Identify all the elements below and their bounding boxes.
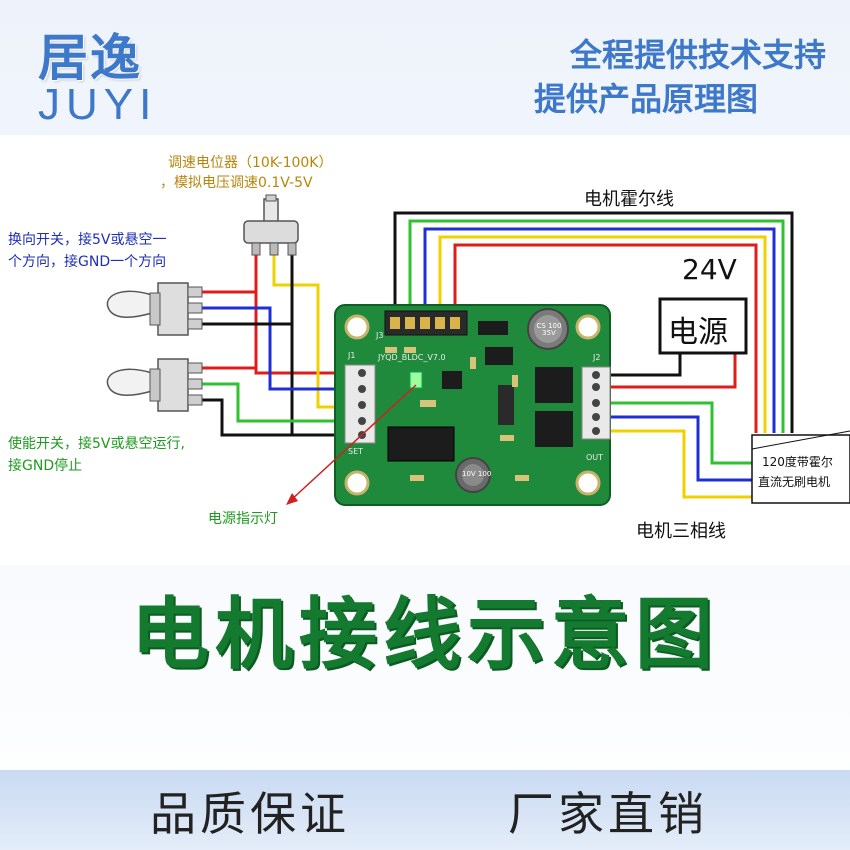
en-wire-green (202, 382, 355, 423)
board-j3-silk: J3 (376, 331, 384, 340)
label-direction-switch-line1: 换向开关，接5V或悬空一 (8, 232, 167, 248)
control-wires (202, 245, 355, 437)
phase-wire-green (598, 401, 755, 465)
pot-wire-red (254, 245, 355, 375)
dir-wire-blue (202, 306, 355, 391)
enable-switch (106, 358, 203, 412)
label-potentiometer-line1: 调速电位器（10K-100K） (168, 155, 333, 171)
brand-name-cn: 居逸 (38, 29, 142, 87)
label-motor-line2: 直流无刷电机 (758, 475, 831, 489)
direction-switch (106, 282, 203, 336)
board-j1-silk: J1 (348, 351, 356, 360)
board-cap-small-silk: 10V 100 (462, 470, 492, 478)
label-phase-wire: 电机三相线 (636, 521, 726, 542)
wiring-diagram-svg (106, 194, 850, 506)
pot-wire-yellow (272, 245, 355, 409)
slogan-quality: 品质保证 (150, 787, 350, 841)
power-wires (598, 353, 737, 389)
board-model-silk: JYQD_BLDC_V7.0 (378, 353, 446, 362)
led-pointer-line (289, 384, 417, 502)
wiring-diagram: 调速电位器（10K-100K） ，模拟电压调速0.1V-5V 换向开关，接5V或… (0, 135, 850, 565)
label-enable-switch-line1: 使能开关，接5V或悬空运行, (8, 436, 185, 452)
hall-wire-yellow (438, 235, 767, 433)
board-cap-large-silk: CS 100 35V (536, 322, 562, 337)
led-pointer-arrow (286, 493, 298, 505)
power-wire-black (598, 353, 682, 377)
label-potentiometer-line2: ，模拟电压调速0.1V-5V (160, 175, 313, 191)
motor-box (751, 430, 850, 504)
label-hall-wire: 电机霍尔线 (584, 189, 674, 210)
hall-wire-green (408, 219, 785, 433)
label-enable-switch-line2: 接GND停止 (8, 458, 83, 474)
power-supply-box (658, 297, 748, 355)
hall-wires (393, 211, 794, 433)
phase-wires (598, 401, 755, 499)
power-wire-red (598, 353, 737, 389)
page-title: 电机接线示意图 (130, 590, 719, 680)
tagline-tech-support: 全程提供技术支持 (569, 36, 826, 74)
phase-wire-blue (598, 415, 755, 482)
label-voltage: 24V (682, 253, 737, 286)
en-wire-black (202, 398, 292, 437)
board-set-silk: SET (348, 447, 364, 456)
label-power-led: 电源指示灯 (208, 511, 278, 527)
label-direction-switch-line2: 个方向，接GND一个方向 (8, 254, 167, 270)
label-power-supply: 电源 (668, 315, 728, 350)
footer-band (0, 770, 850, 850)
potentiometer (243, 194, 299, 256)
brand-name-en: JUYI (38, 80, 158, 129)
slogan-factory-direct: 厂家直销 (508, 787, 708, 841)
phase-wire-yellow (598, 429, 755, 499)
board-out-silk: OUT (586, 453, 604, 462)
label-motor-line1: 120度带霍尔 (762, 455, 833, 469)
tagline-schematic: 提供产品原理图 (533, 80, 758, 118)
hall-wire-red (453, 243, 758, 433)
hall-wire-blue (423, 227, 776, 433)
board-j2-silk: J2 (593, 353, 601, 362)
hall-wire-black (393, 211, 794, 433)
driver-board (334, 304, 611, 506)
